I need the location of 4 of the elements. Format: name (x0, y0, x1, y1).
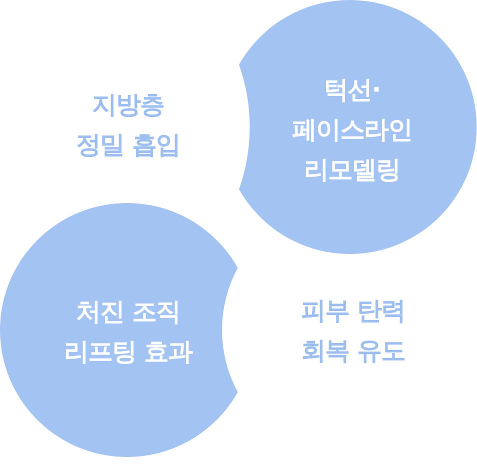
feature-text: 지방층 정밀 흡입 (75, 89, 181, 161)
feature-text: 피부 탄력 회복 유도 (300, 295, 406, 367)
circle-text: 처진 조직 리프팅 효과 (63, 296, 193, 368)
circle-text: 턱선· 페이스라인 리모델링 (290, 74, 413, 186)
